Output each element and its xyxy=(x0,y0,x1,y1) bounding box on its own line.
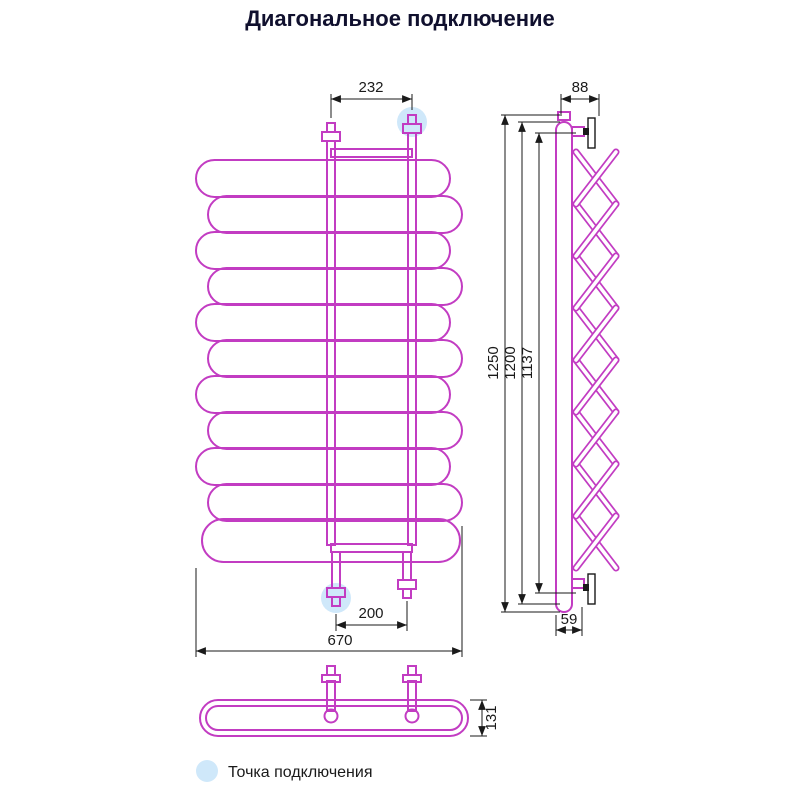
top-header xyxy=(330,148,413,158)
fitting-bottom-left-connection xyxy=(326,587,346,607)
side-dimensions: 88 59 1250 1200 1137 xyxy=(485,79,600,636)
dim-bottom-connection-width: 200 xyxy=(358,605,383,622)
connection-point-top-marker xyxy=(397,107,427,137)
bottom-header xyxy=(330,543,413,553)
dim-height-inner: 1137 xyxy=(519,347,536,379)
bottom-view: 131 xyxy=(199,665,500,737)
left-bottom-stub xyxy=(331,551,341,589)
fittings xyxy=(321,114,422,607)
legend-connection-point-icon xyxy=(196,760,218,782)
front-view xyxy=(195,114,463,607)
fitting-bottom-right xyxy=(397,579,417,599)
wall-bracket-top xyxy=(571,117,596,149)
dim-top-connection-width: 232 xyxy=(358,79,383,96)
dim-side-depth-top: 88 xyxy=(572,79,589,96)
dim-profile-depth: 131 xyxy=(483,705,500,730)
side-view xyxy=(555,111,620,613)
fitting-top-right-connection xyxy=(402,114,422,134)
dim-height-collector: 1200 xyxy=(502,346,519,379)
connection-point-highlights xyxy=(321,107,427,613)
wall-bracket-bottom xyxy=(571,573,596,605)
page-title: Диагональное подключение xyxy=(245,6,555,31)
dim-height-overall: 1250 xyxy=(485,346,502,379)
dim-overall-width: 670 xyxy=(327,632,352,649)
legend-label: Точка подключения xyxy=(228,764,372,781)
side-top-fitting xyxy=(557,111,571,121)
plan-fitting-left xyxy=(321,665,341,724)
coil-rungs xyxy=(195,159,463,563)
fitting-top-left xyxy=(321,122,341,142)
right-bottom-stub xyxy=(402,551,412,581)
side-collector xyxy=(555,121,573,613)
legend: Точка подключения xyxy=(196,760,372,782)
dim-side-depth-bottom: 59 xyxy=(561,611,578,628)
plan-fitting-right xyxy=(402,665,422,724)
front-dimensions: 232 200 670 xyxy=(195,79,463,657)
